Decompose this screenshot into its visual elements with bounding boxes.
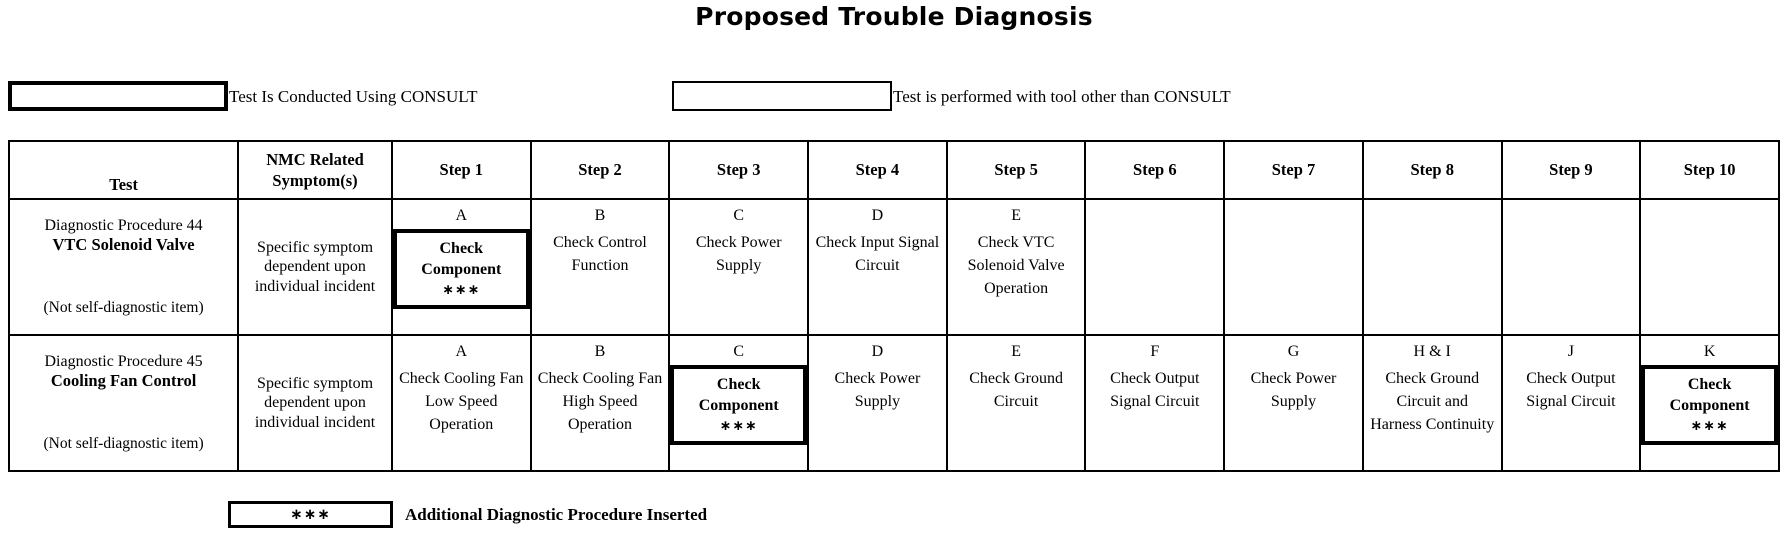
cell-step-7: G Check Power Supply bbox=[1223, 334, 1364, 472]
test-procedure-name: VTC Solenoid Valve bbox=[52, 235, 195, 255]
column-header-step10: Step 10 bbox=[1639, 140, 1780, 200]
step-description: Check Power Supply bbox=[834, 369, 921, 410]
column-header-step5: Step 5 bbox=[945, 140, 1087, 200]
column-header-step6: Step 6 bbox=[1084, 140, 1226, 200]
cell-step-4: D Check Input Signal Circuit bbox=[807, 198, 948, 336]
step-description: Check Cooling Fan Low Speed Operation bbox=[399, 369, 524, 433]
column-header-symptom-line2: Symptom(s) bbox=[272, 171, 358, 190]
legend-item-other-tool: Test is performed with tool other than C… bbox=[672, 80, 1231, 112]
legend-label-additional-procedure: Additional Diagnostic Procedure Inserted bbox=[405, 504, 708, 524]
legend-top: Test Is Conducted Using CONSULT Test is … bbox=[0, 80, 1788, 114]
step-description: Check Cooling Fan High Speed Operation bbox=[537, 369, 663, 433]
column-header-step8: Step 8 bbox=[1361, 140, 1503, 200]
cell-step-8: H & I Check Ground Circuit and Harness Co… bbox=[1361, 334, 1503, 472]
cell-step-4: D Check Power Supply bbox=[807, 334, 948, 472]
legend-bottom: ∗∗∗ Additional Diagnostic Procedure Inse… bbox=[0, 498, 1788, 532]
step-letter: E bbox=[1011, 207, 1021, 224]
test-procedure-number: Diagnostic Procedure 44 bbox=[44, 216, 203, 234]
step-description: Check Control Function bbox=[553, 233, 647, 274]
column-header-symptom-line1: NMC Related bbox=[266, 149, 364, 169]
step-letter: D bbox=[871, 207, 884, 224]
column-header-symptom: NMC Related Symptom(s) bbox=[237, 140, 393, 200]
column-header-step2: Step 2 bbox=[529, 140, 671, 200]
cell-step-5: E Check Ground Circuit bbox=[945, 334, 1087, 472]
step-description: Check VTC Solenoid Valve Operation bbox=[967, 233, 1065, 297]
column-header-test: Test bbox=[7, 140, 240, 200]
legend-swatch-other-tool bbox=[672, 81, 892, 111]
step-description: Check Power Supply bbox=[1250, 369, 1337, 410]
diagnosis-table: Test NMC Related Symptom(s) Step 1 Step … bbox=[7, 140, 1780, 472]
step-letter: G bbox=[1287, 343, 1300, 360]
step-letter: B bbox=[594, 207, 606, 224]
cell-step-2: B Check Cooling Fan High Speed Operation bbox=[529, 334, 671, 472]
cell-step-2: B Check Control Function bbox=[529, 198, 671, 336]
column-header-step3: Step 3 bbox=[668, 140, 810, 200]
cell-step-6: F Check Output Signal Circuit bbox=[1084, 334, 1226, 472]
cell-step-10 bbox=[1639, 198, 1780, 336]
cell-symptom: Specific symptom dependent upon individu… bbox=[237, 198, 393, 336]
stars-icon: ∗∗∗ bbox=[1690, 417, 1729, 434]
step-letter: F bbox=[1150, 343, 1160, 360]
test-procedure-note: (Not self-diagnostic item) bbox=[43, 299, 204, 317]
table-header-row: Test NMC Related Symptom(s) Step 1 Step … bbox=[7, 140, 1780, 200]
stars-icon: ∗∗∗ bbox=[442, 281, 481, 298]
column-header-step1: Step 1 bbox=[390, 140, 532, 200]
cell-step-3: C Check Power Supply bbox=[668, 198, 810, 336]
test-procedure-name: Cooling Fan Control bbox=[50, 371, 197, 391]
step-description: Check Output Signal Circuit bbox=[1526, 369, 1616, 410]
cell-step-5: E Check VTC Solenoid Valve Operation bbox=[945, 198, 1087, 336]
cell-step-8 bbox=[1361, 198, 1503, 336]
step-description: Check Component bbox=[698, 375, 779, 415]
cell-step-10: K Check Component ∗∗∗ bbox=[1639, 334, 1780, 472]
stars-icon: ∗∗∗ bbox=[719, 417, 758, 434]
step-description: Check Component bbox=[421, 239, 502, 279]
step-letter: C bbox=[733, 343, 745, 360]
step-letter: E bbox=[1011, 343, 1021, 360]
stars-icon: ∗∗∗ bbox=[290, 504, 331, 523]
cell-step-1: A Check Cooling Fan Low Speed Operation bbox=[390, 334, 532, 472]
cell-step-1: A Check Component ∗∗∗ bbox=[390, 198, 532, 336]
cell-step-7 bbox=[1223, 198, 1364, 336]
column-header-step4: Step 4 bbox=[807, 140, 948, 200]
step-letter: C bbox=[733, 207, 745, 224]
step-description: Check Input Signal Circuit bbox=[815, 233, 940, 274]
step-letter: H & I bbox=[1413, 343, 1451, 360]
test-procedure-number: Diagnostic Procedure 45 bbox=[44, 352, 203, 370]
legend-item-additional-procedure: ∗∗∗ Additional Diagnostic Procedure Inse… bbox=[228, 498, 707, 530]
step-letter: J bbox=[1567, 343, 1575, 360]
column-header-test-label: Test bbox=[109, 174, 138, 194]
legend-label-other-tool: Test is performed with tool other than C… bbox=[893, 86, 1231, 106]
legend-label-consult: Test Is Conducted Using CONSULT bbox=[229, 86, 478, 106]
step-letter: B bbox=[594, 343, 606, 360]
step-letter: K bbox=[1703, 343, 1716, 360]
step-description: Check Component bbox=[1669, 375, 1750, 415]
cell-step-9 bbox=[1500, 198, 1642, 336]
step-description: Check Power Supply bbox=[695, 233, 782, 274]
legend-item-consult: Test Is Conducted Using CONSULT bbox=[8, 80, 477, 112]
step-letter: D bbox=[871, 343, 884, 360]
step-letter: A bbox=[455, 343, 468, 360]
legend-swatch-additional-procedure: ∗∗∗ bbox=[228, 500, 393, 528]
column-header-step9: Step 9 bbox=[1500, 140, 1642, 200]
column-header-step7: Step 7 bbox=[1223, 140, 1364, 200]
page-title: Proposed Trouble Diagnosis bbox=[695, 2, 1093, 31]
cell-step-6 bbox=[1084, 198, 1226, 336]
legend-swatch-consult bbox=[8, 81, 228, 111]
step-description: Check Output Signal Circuit bbox=[1110, 369, 1200, 410]
step-description: Check Ground Circuit bbox=[969, 369, 1063, 410]
step-letter: A bbox=[455, 207, 468, 224]
test-procedure-note: (Not self-diagnostic item) bbox=[43, 435, 204, 453]
cell-symptom: Specific symptom dependent upon individu… bbox=[237, 334, 393, 472]
cell-step-9: J Check Output Signal Circuit bbox=[1500, 334, 1642, 472]
step-description: Check Ground Circuit and Harness Continu… bbox=[1370, 369, 1495, 433]
cell-step-3: C Check Component ∗∗∗ bbox=[668, 334, 810, 472]
